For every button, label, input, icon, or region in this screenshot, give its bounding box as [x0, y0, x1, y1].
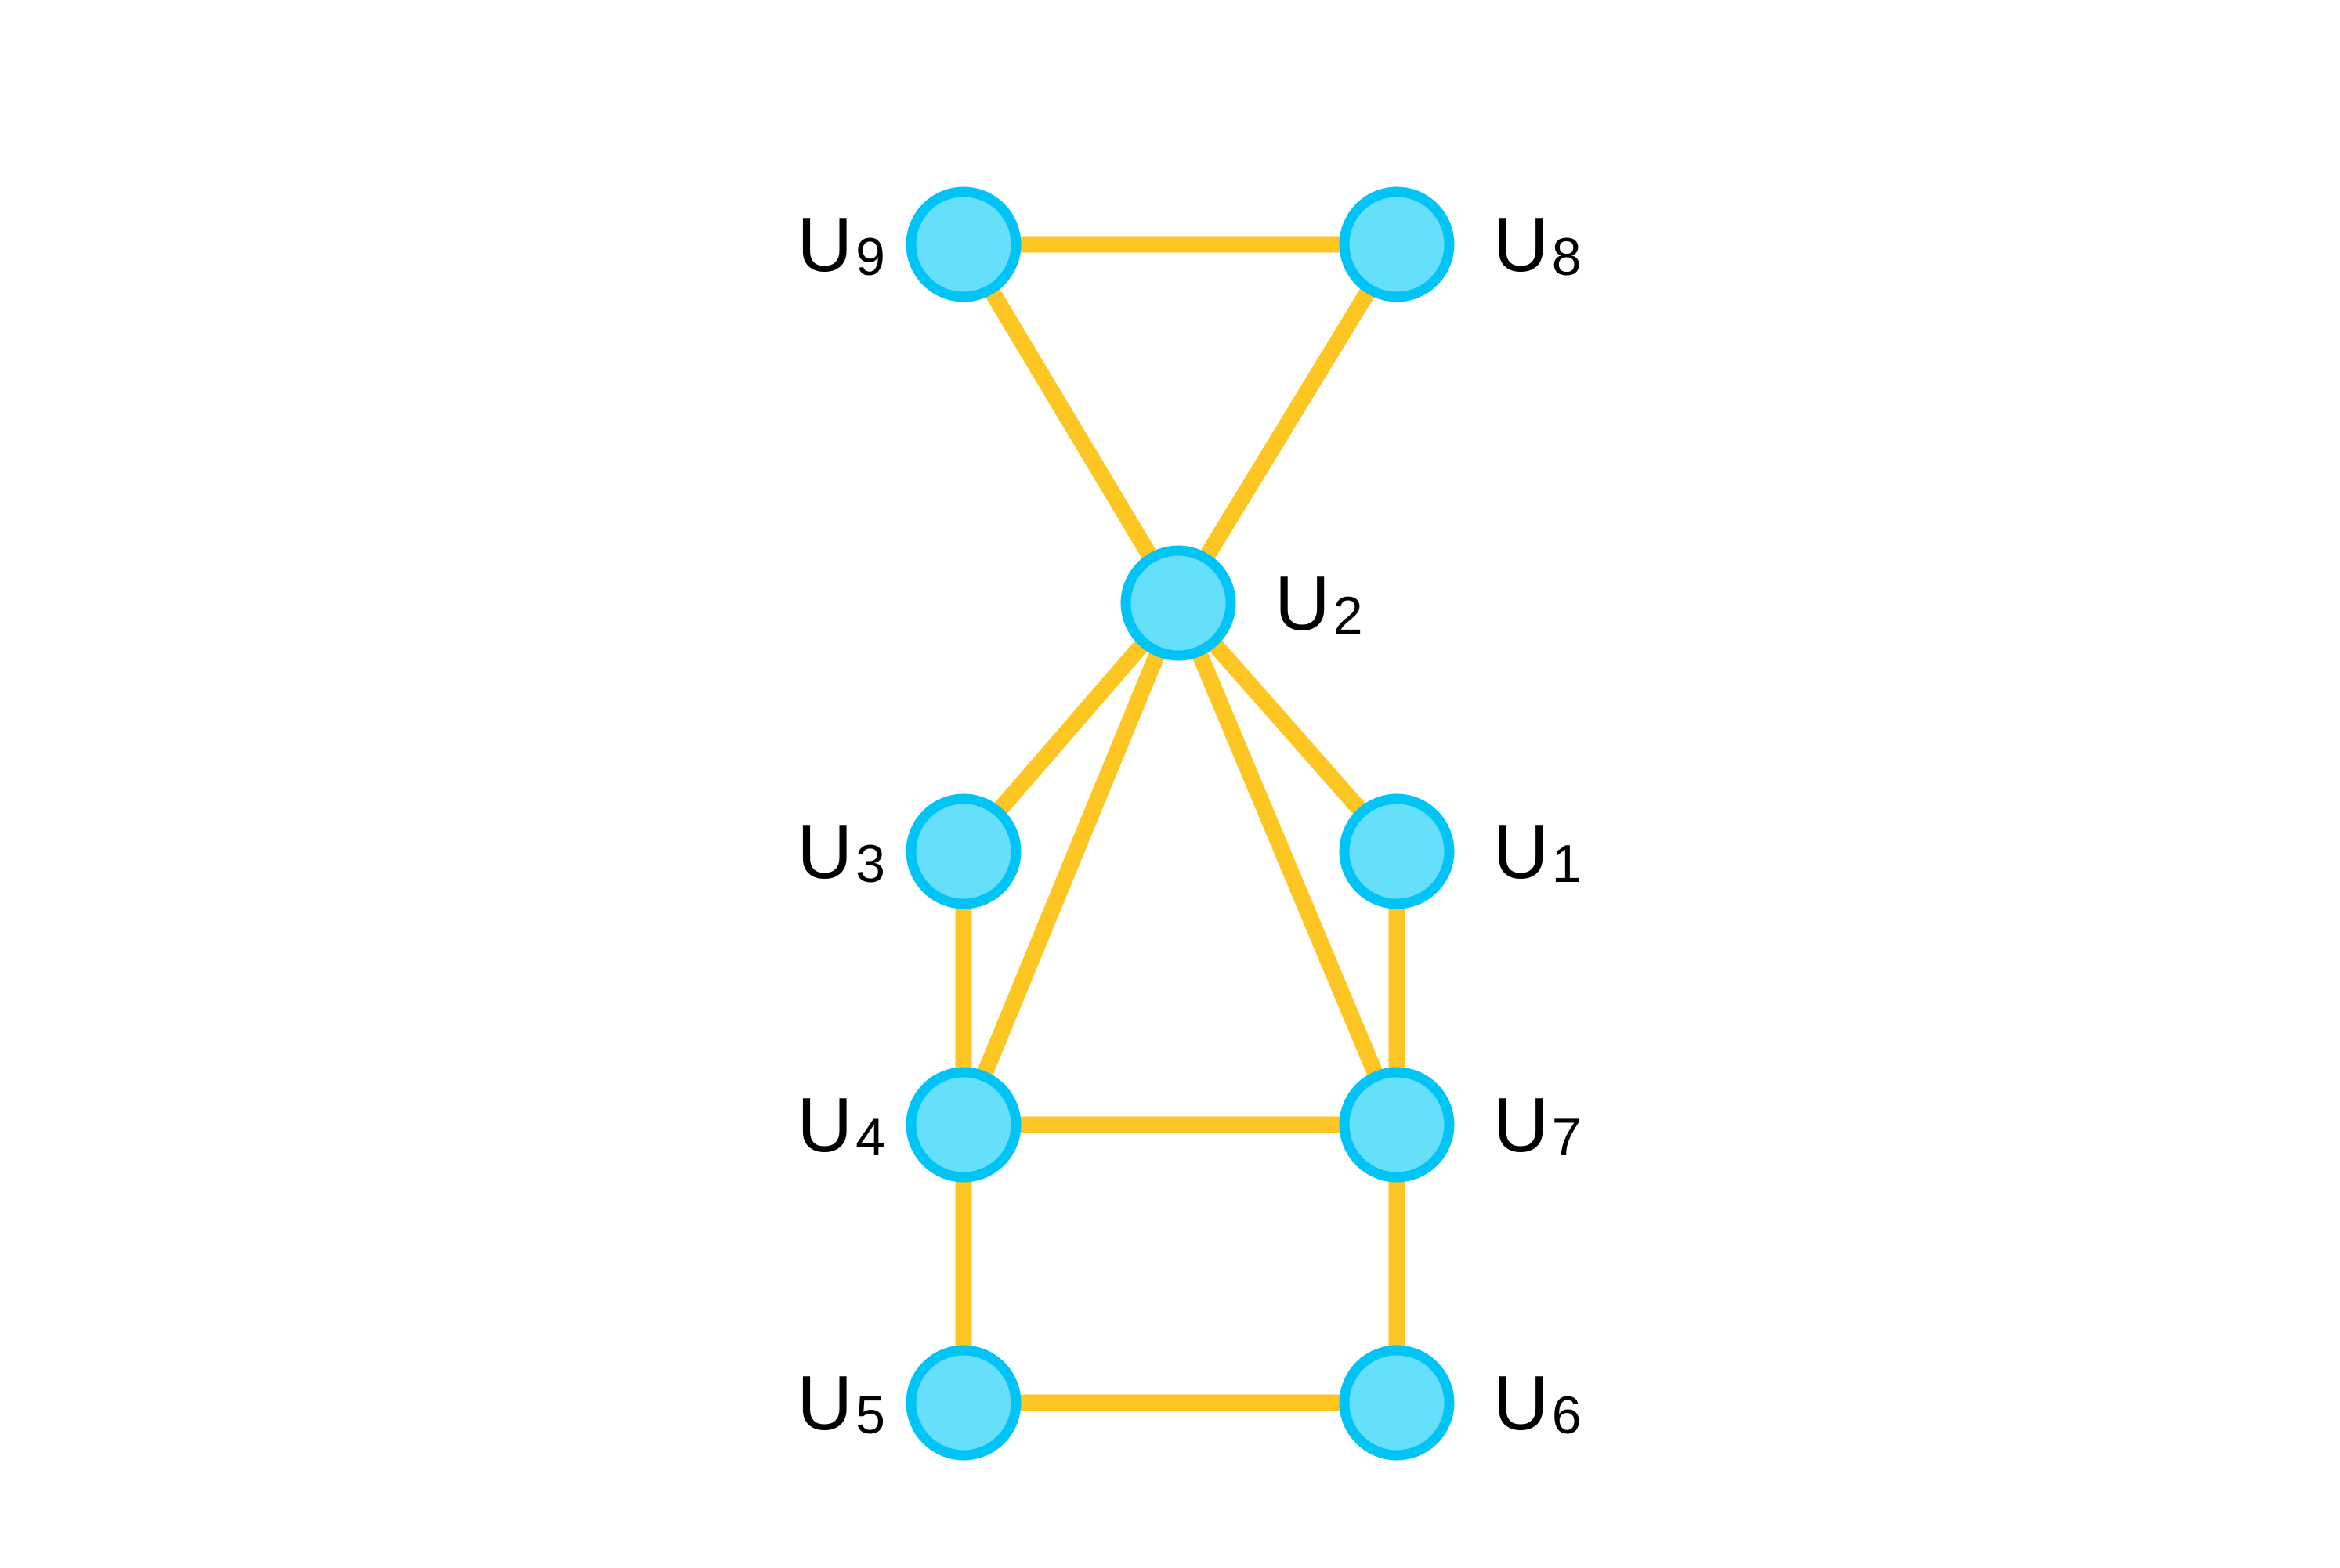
- node-u3: [906, 793, 1022, 909]
- node-label-letter: U: [797, 1082, 852, 1168]
- node-label-u3: U3: [797, 808, 885, 894]
- node-u1: [1339, 793, 1455, 909]
- node-u5: [906, 1345, 1022, 1461]
- node-label-letter: U: [1493, 808, 1549, 894]
- node-label-index: 8: [1552, 227, 1582, 287]
- node-label-letter: U: [1275, 560, 1330, 646]
- node-label-u6: U6: [1493, 1360, 1582, 1446]
- node-u7: [1339, 1067, 1455, 1183]
- node-label-index: 7: [1552, 1107, 1582, 1167]
- edge-u9-u2: [956, 240, 1186, 608]
- node-label-letter: U: [797, 1360, 852, 1446]
- node-u6: [1339, 1345, 1455, 1461]
- node-label-letter: U: [1493, 1360, 1549, 1446]
- node-u8: [1339, 186, 1455, 302]
- node-u9: [906, 186, 1022, 302]
- edge-u2-u4: [956, 600, 1186, 1128]
- node-u4: [906, 1067, 1022, 1183]
- node-label-u2: U2: [1275, 560, 1363, 646]
- node-label-index: 9: [855, 227, 885, 287]
- node-label-letter: U: [797, 201, 852, 287]
- node-label-letter: U: [1493, 201, 1549, 287]
- node-label-u1: U1: [1493, 808, 1582, 894]
- node-u2: [1120, 545, 1236, 661]
- node-label-u8: U8: [1493, 201, 1582, 287]
- edge-u2-u7: [1170, 599, 1405, 1129]
- node-label-index: 3: [855, 834, 885, 894]
- node-label-u4: U4: [797, 1082, 885, 1168]
- node-label-index: 2: [1333, 586, 1363, 645]
- node-label-letter: U: [797, 808, 852, 894]
- node-label-u9: U9: [797, 201, 885, 287]
- edge-u8-u2: [1171, 240, 1404, 608]
- node-label-letter: U: [1493, 1082, 1549, 1168]
- node-label-u7: U7: [1493, 1082, 1582, 1168]
- node-label-index: 1: [1552, 834, 1582, 894]
- node-label-index: 5: [855, 1386, 885, 1445]
- node-label-u5: U5: [797, 1360, 885, 1446]
- node-label-index: 4: [855, 1107, 885, 1167]
- nodes-layer: [906, 186, 1455, 1461]
- node-label-index: 6: [1552, 1386, 1582, 1445]
